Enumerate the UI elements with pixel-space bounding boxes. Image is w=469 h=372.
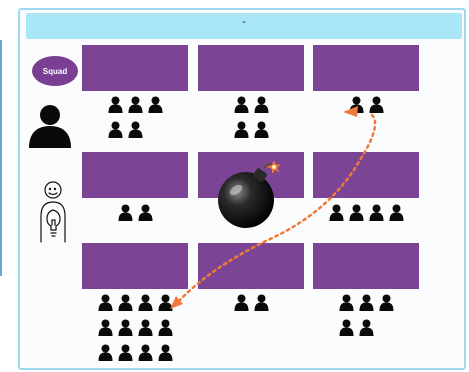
bomb-icon[interactable] bbox=[214, 158, 286, 232]
